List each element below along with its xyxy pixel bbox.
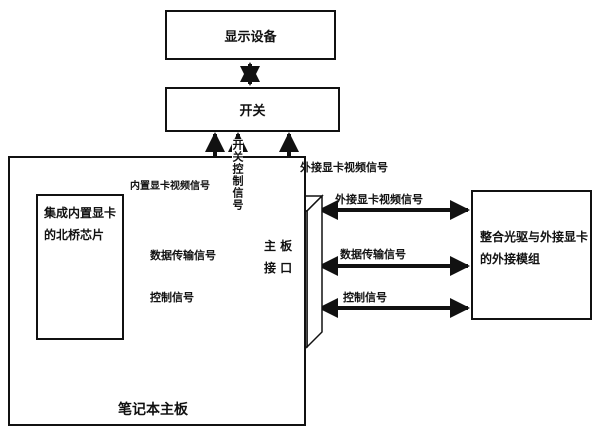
control-signal-left-label: 控制信号 bbox=[150, 291, 194, 304]
switch-box: 开关 bbox=[165, 87, 340, 132]
interface-label-line1: 主 板 bbox=[264, 239, 293, 253]
internal-video-signal-label: 内置显卡视频信号 bbox=[130, 181, 210, 192]
display-device-box: 显示设备 bbox=[165, 10, 336, 60]
switch-control-signal-label: 开关控制信号 bbox=[231, 139, 244, 211]
external-video-signal-right-label: 外接显卡视频信号 bbox=[335, 193, 423, 206]
interface-label-line2: 接 口 bbox=[264, 261, 293, 275]
external-module-box bbox=[471, 190, 592, 320]
external-video-signal-top-label: 外接显卡视频信号 bbox=[300, 161, 388, 174]
data-signal-right-label: 数据传输信号 bbox=[340, 248, 406, 261]
control-signal-right-label: 控制信号 bbox=[343, 291, 387, 304]
data-signal-left-label: 数据传输信号 bbox=[150, 249, 216, 262]
northbridge-chip-label: 集成内置显卡的北桥芯片 bbox=[44, 206, 117, 242]
display-device-label: 显示设备 bbox=[224, 29, 277, 45]
switch-label: 开关 bbox=[239, 104, 266, 119]
notebook-motherboard-label: 笔记本主板 bbox=[118, 402, 188, 418]
external-module-label: 整合光驱与外接显卡的外接模组 bbox=[480, 230, 589, 266]
northbridge-chip-box bbox=[36, 194, 124, 340]
